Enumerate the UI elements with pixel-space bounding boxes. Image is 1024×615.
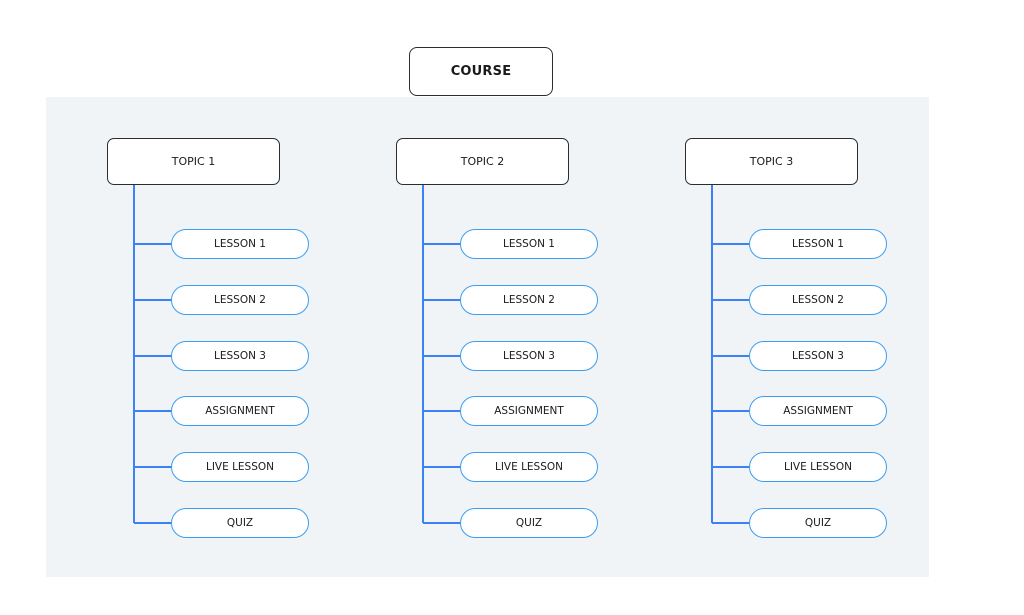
topic-1-branch-line [134,355,172,357]
topic-2-branch-line [423,466,461,468]
topic-1-connector-line [133,185,135,523]
topic-2-item-node: LESSON 1 [460,229,598,259]
topic-3-branch-line [712,243,750,245]
topic-1-branch-line [134,410,172,412]
topic-2-item-node: LESSON 3 [460,341,598,371]
topic-1-item-node: QUIZ [171,508,309,538]
topic-1-item-node: LESSON 2 [171,285,309,315]
topic-3-item-node: LESSON 2 [749,285,887,315]
topic-3-branch-line [712,299,750,301]
topic-2-item-node: LIVE LESSON [460,452,598,482]
topic-3-connector-line [711,185,713,523]
topic-3-item-node: LESSON 3 [749,341,887,371]
topic-1-item-node: LESSON 1 [171,229,309,259]
topic-3-item-node: QUIZ [749,508,887,538]
topic-2-item-node: LESSON 2 [460,285,598,315]
topic-2-branch-line [423,243,461,245]
topic-3-branch-line [712,410,750,412]
topic-1-branch-line [134,522,172,524]
topic-node-3: TOPIC 3 [685,138,858,185]
topic-3-item-node: LESSON 1 [749,229,887,259]
topic-1-item-node: LIVE LESSON [171,452,309,482]
topic-3-branch-line [712,522,750,524]
topic-node-2: TOPIC 2 [396,138,569,185]
topic-2-branch-line [423,355,461,357]
topic-2-branch-line [423,410,461,412]
topic-3-item-node: LIVE LESSON [749,452,887,482]
topic-2-connector-line [422,185,424,523]
topic-1-branch-line [134,299,172,301]
topic-1-branch-line [134,243,172,245]
course-node: COURSE [409,47,553,96]
topic-2-branch-line [423,522,461,524]
topic-1-item-node: ASSIGNMENT [171,396,309,426]
topic-2-branch-line [423,299,461,301]
topic-3-branch-line [712,355,750,357]
topic-1-branch-line [134,466,172,468]
topic-3-branch-line [712,466,750,468]
topic-node-1: TOPIC 1 [107,138,280,185]
topic-1-item-node: LESSON 3 [171,341,309,371]
topic-2-item-node: ASSIGNMENT [460,396,598,426]
topic-3-item-node: ASSIGNMENT [749,396,887,426]
topic-2-item-node: QUIZ [460,508,598,538]
